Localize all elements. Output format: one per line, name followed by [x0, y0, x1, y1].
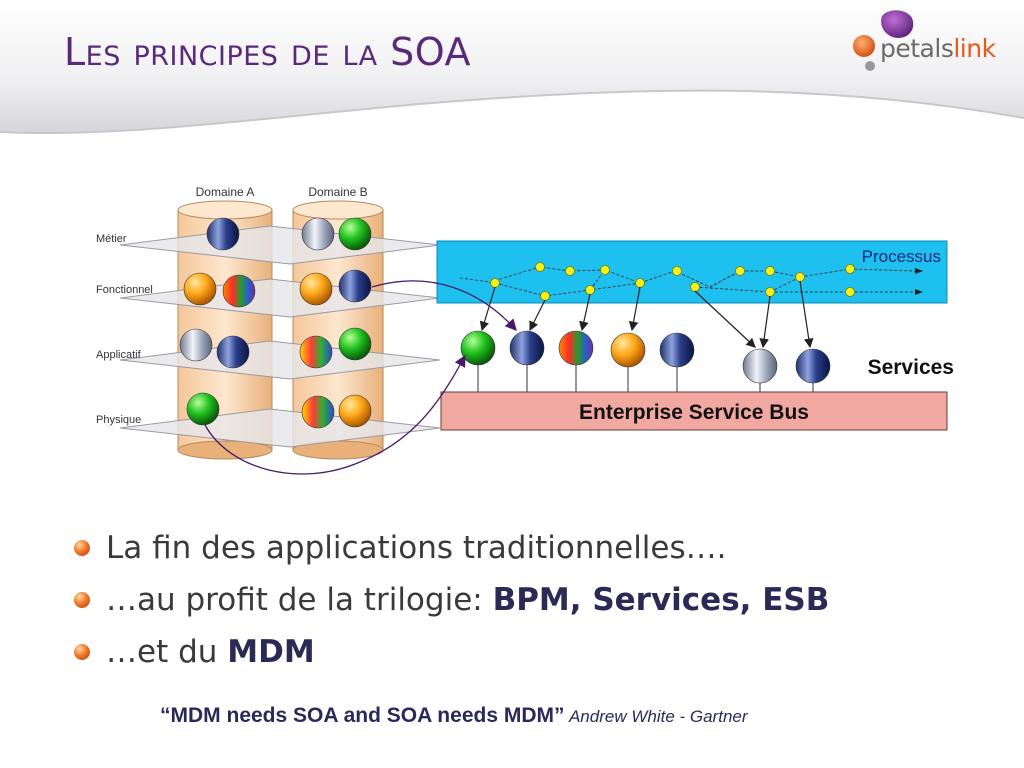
layer-label-applicatif: Applicatif	[96, 349, 142, 361]
soa-diagram: Domaine A Domaine B Métier Fonctionnel A…	[96, 185, 954, 475]
process-arrow-tips	[915, 268, 923, 295]
service-spheres	[460, 330, 831, 384]
bullet-bold-text: MDM	[227, 634, 315, 670]
domain-a-label: Domaine A	[196, 185, 255, 199]
cylinder-spheres	[179, 217, 372, 429]
bullet-list: La fin des applications traditionnelles……	[70, 522, 970, 678]
services-label: Services	[868, 356, 954, 379]
service-rainbow	[558, 330, 594, 366]
esb-bar	[440, 391, 948, 431]
sphere-phys-b2	[338, 394, 372, 428]
sphere-fonct-a1	[183, 272, 217, 306]
bullet-item-2: …au profit de la trilogie: BPM, Services…	[70, 574, 970, 626]
sphere-app-a1	[179, 328, 213, 362]
bullet-dot-icon	[74, 644, 90, 660]
bullet-item-1: La fin des applications traditionnelles……	[70, 522, 970, 574]
sphere-metier-b1	[301, 217, 335, 251]
slide-title: Les principes de la SOA	[64, 30, 472, 74]
esb-label: Enterprise Service Bus	[579, 401, 809, 424]
sphere-phys-a	[186, 392, 220, 426]
petalslink-logo	[853, 10, 914, 71]
bullet-text: …et du	[106, 634, 228, 670]
process-nodes	[490, 262, 855, 301]
service-orange	[610, 332, 646, 368]
sphere-metier-a	[206, 217, 240, 251]
quote-text: “MDM needs SOA and SOA needs MDM”	[160, 704, 565, 727]
service-grey	[742, 348, 778, 384]
sphere-app-a2	[216, 335, 250, 369]
logo-wordmark: petalslink	[880, 34, 996, 63]
service-blue-1	[509, 330, 545, 366]
sphere-app-b1	[299, 335, 333, 369]
service-green	[460, 330, 496, 366]
bullet-text: …au profit de la trilogie:	[106, 582, 493, 618]
layer-label-metier: Métier	[96, 233, 127, 245]
quote: “MDM needs SOA and SOA needs MDM” Andrew…	[160, 704, 900, 728]
service-blue-3	[795, 348, 831, 384]
processus-label: Processus	[862, 247, 941, 266]
purple-arrow-upper	[371, 280, 517, 331]
layer-label-fonctionnel: Fonctionnel	[96, 284, 153, 296]
bullet-dot-icon	[74, 592, 90, 608]
bullet-bold-text: BPM, Services, ESB	[492, 582, 830, 618]
domain-b-label: Domaine B	[308, 185, 367, 199]
sphere-app-b2	[338, 327, 372, 361]
purple-arrow-lower	[204, 354, 466, 475]
sphere-fonct-b2	[338, 269, 372, 303]
quote-author: Andrew White - Gartner	[568, 707, 748, 726]
sphere-phys-b1	[301, 395, 335, 429]
service-blue-2	[659, 332, 695, 368]
sphere-fonct-a2	[222, 274, 256, 308]
sphere-metier-b2	[338, 217, 372, 251]
service-connectors	[477, 365, 814, 392]
processus-band	[436, 240, 948, 304]
layer-label-physique: Physique	[96, 414, 141, 426]
band-to-service-arrows	[479, 280, 814, 349]
bullet-text: La fin des applications traditionnelles……	[106, 530, 727, 566]
header-band	[0, 0, 1024, 135]
sphere-fonct-b1	[299, 272, 333, 306]
layer-planes	[119, 225, 441, 448]
bullet-dot-icon	[74, 540, 90, 556]
bullet-item-3: …et du MDM	[70, 626, 970, 678]
